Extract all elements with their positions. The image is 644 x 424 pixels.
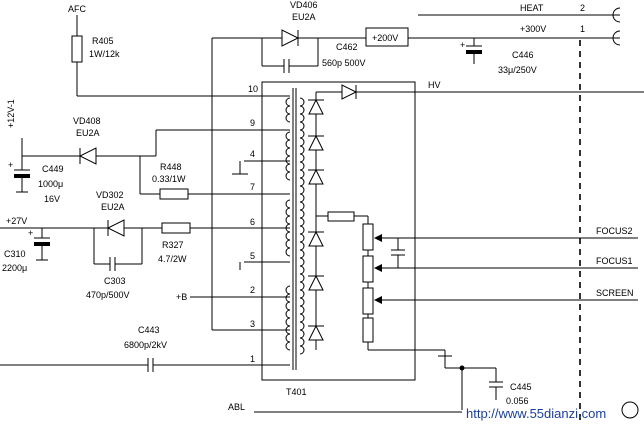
hv-output-diode (341, 84, 358, 100)
pin-10: 10 (248, 84, 258, 94)
afc-label: AFC (68, 4, 87, 14)
hv-diode-2 (308, 134, 324, 151)
bleeder-resistor-bottom (362, 317, 374, 343)
r448-resistor (159, 188, 189, 200)
c446-label: C446 (512, 50, 534, 60)
c449-label: C449 (42, 164, 64, 174)
c443-label: C443 (138, 325, 160, 335)
pin-4: 4 (250, 149, 255, 159)
vd408-diode (78, 147, 97, 165)
corner-mark (621, 401, 639, 419)
heat-pin: 2 (580, 3, 585, 13)
c310-value: 2200μ (2, 263, 27, 273)
screen-wiper (374, 296, 382, 304)
plus300v-pin: 1 (580, 24, 585, 34)
focus1-wiper (374, 264, 382, 272)
focus2-wiper (374, 234, 382, 242)
hv-diode-3 (308, 168, 324, 185)
plus27v-label: +27V (6, 216, 27, 226)
c445-label: C445 (510, 382, 532, 392)
top-rail-section: VD406 EU2A C462 560p 500V +200V HEAT 2 +… (211, 0, 621, 331)
plus12v-label: +12V-1 (6, 99, 16, 128)
c303-value: 470p/500V (86, 290, 130, 300)
svg-text:+: + (8, 160, 13, 170)
pin-labels: 10 9 4 7 6 5 2 3 1 (248, 84, 258, 364)
lower-section: +B C443 6800p/2kV C445 0.056 ABL (0, 292, 532, 413)
hv-diode-5 (308, 274, 324, 291)
pin-2: 2 (250, 285, 255, 295)
c445-value: 0.056 (506, 396, 529, 406)
focus1-pot (362, 255, 374, 283)
pin-leads (244, 95, 290, 366)
c446-value: 33μ/250V (498, 65, 537, 75)
vd302-type: EU2A (101, 202, 125, 212)
bleeder-resistor-top (327, 211, 355, 222)
r327-value: 4.7/2W (158, 254, 187, 264)
c310-label: C310 (4, 249, 26, 259)
t401-label: T401 (286, 387, 307, 397)
plus27v-section: +27V VD302 EU2A R327 4.7/2W C303 470p/50… (0, 190, 244, 300)
plus200v-label: +200V (372, 33, 398, 43)
abl-label: ABL (228, 402, 245, 412)
r327-resistor (161, 222, 191, 234)
vd408-label: VD408 (73, 116, 101, 126)
output-labels: FOCUS2 FOCUS1 SCREEN (596, 226, 634, 298)
hv-diode-1 (308, 98, 324, 115)
vd406-diode (281, 29, 300, 47)
afc-section: AFC R405 1W/12k HV (68, 4, 644, 100)
screen-label: SCREEN (596, 288, 634, 298)
c443-value: 6800p/2kV (124, 340, 167, 350)
focus2-pot (362, 223, 374, 251)
transformer-t401: T401 (261, 81, 638, 397)
hv-diode-4 (308, 230, 324, 247)
pin-5: 5 (250, 251, 255, 261)
r327-label: R327 (162, 240, 184, 250)
r448-value: 0.33/1W (152, 174, 186, 184)
c462-label: C462 (336, 42, 358, 52)
pin-3: 3 (250, 319, 255, 329)
hv-label: HV (428, 80, 441, 90)
c449-voltage: 16V (44, 194, 60, 204)
c449-value: 1000μ (38, 179, 63, 189)
hv-diode-6 (308, 324, 324, 341)
plus300v-label: +300V (520, 24, 546, 34)
screen-pot (362, 287, 374, 315)
r448-label: R448 (160, 162, 182, 172)
pin-6: 6 (250, 217, 255, 227)
svg-text:+: + (460, 40, 465, 50)
focus1-label: FOCUS1 (596, 256, 633, 266)
vd406-label: VD406 (290, 0, 318, 10)
c303-label: C303 (104, 276, 126, 286)
vd302-diode (106, 219, 125, 237)
plus12v-section: +12V-1 VD408 EU2A + C449 1000μ 16V R448 … (6, 99, 248, 204)
vd408-type: EU2A (76, 128, 100, 138)
watermark: http://www.55dianzi.com (466, 406, 606, 421)
vd302-label: VD302 (96, 190, 124, 200)
heat-label: HEAT (520, 3, 544, 13)
pin-7: 7 (250, 182, 255, 192)
vd406-type: EU2A (292, 12, 316, 22)
r405-value: 1W/12k (89, 49, 120, 59)
focus2-label: FOCUS2 (596, 226, 633, 236)
plus200v-box (365, 27, 409, 47)
c462-value: 560p 500V (322, 58, 366, 68)
plus-b-label: +B (176, 292, 187, 302)
svg-text:+: + (28, 228, 33, 238)
pin-9: 9 (250, 118, 255, 128)
pin-1: 1 (250, 354, 255, 364)
r405-resistor (71, 35, 83, 63)
r405-label: R405 (92, 36, 114, 46)
